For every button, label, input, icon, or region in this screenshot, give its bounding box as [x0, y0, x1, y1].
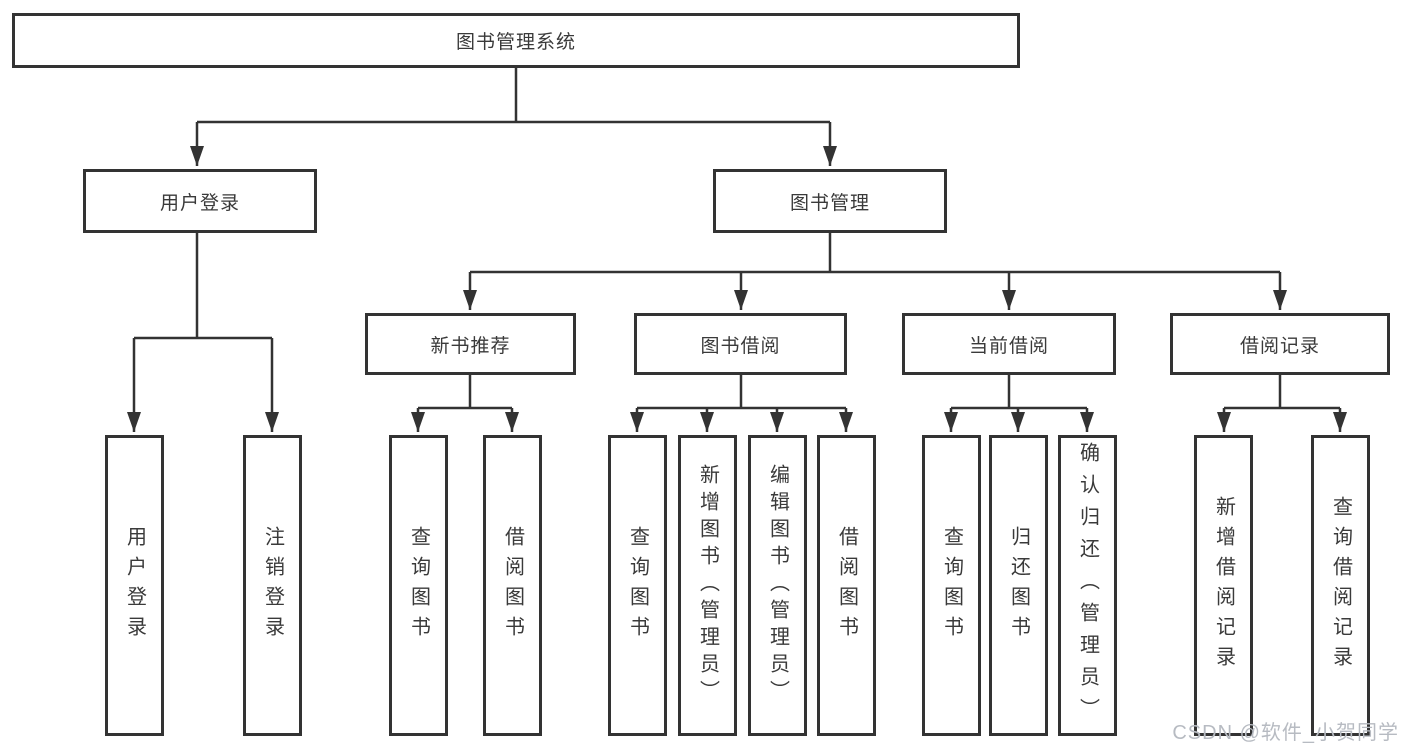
node-label: 借阅记录 — [1239, 335, 1320, 357]
leaf-label: 借阅图书 — [835, 525, 858, 646]
node-current-borrowing: 当前借阅 — [902, 313, 1116, 375]
leaf-label: 编辑图书（管理员） — [766, 464, 789, 707]
leaf-label: 新增借阅记录 — [1212, 495, 1235, 676]
leaf-borrow-books-borrowing: 借阅图书 — [817, 435, 876, 736]
leaf-label: 新增图书（管理员） — [696, 464, 719, 707]
node-borrowing-records: 借阅记录 — [1170, 313, 1390, 375]
leaf-add-books-admin: 新增图书（管理员） — [678, 435, 737, 736]
csdn-watermark: CSDN @软件_小贺同学 — [1172, 722, 1399, 744]
leaf-borrow-books-recommend: 借阅图书 — [483, 435, 542, 736]
node-new-book-recommendation: 新书推荐 — [365, 313, 576, 375]
leaf-label: 查询图书 — [407, 525, 430, 646]
node-book-borrowing: 图书借阅 — [634, 313, 847, 375]
leaf-label: 借阅图书 — [501, 525, 524, 646]
leaf-label: 查询图书 — [626, 525, 649, 646]
node-book-management: 图书管理 — [713, 169, 947, 233]
leaf-query-books-borrowing: 查询图书 — [608, 435, 667, 736]
node-book-management-system: 图书管理系统 — [12, 13, 1020, 68]
leaf-label: 归还图书 — [1007, 525, 1030, 646]
leaf-query-borrow-record: 查询借阅记录 — [1311, 435, 1370, 736]
leaf-user-login: 用户登录 — [105, 435, 164, 736]
leaf-label: 注销登录 — [261, 525, 284, 646]
node-label: 新书推荐 — [430, 335, 511, 357]
node-label: 图书管理 — [789, 192, 870, 214]
leaf-edit-books-admin: 编辑图书（管理员） — [748, 435, 807, 736]
leaf-query-books-recommend: 查询图书 — [389, 435, 448, 736]
node-user-login: 用户登录 — [83, 169, 317, 233]
leaf-label: 查询图书 — [940, 525, 963, 646]
leaf-label: 确认归还（管理员） — [1076, 441, 1099, 730]
node-label: 图书借阅 — [700, 335, 781, 357]
leaf-label: 用户登录 — [123, 525, 146, 646]
leaf-query-books-current: 查询图书 — [922, 435, 981, 736]
node-label: 图书管理系统 — [455, 32, 576, 53]
leaf-return-books: 归还图书 — [989, 435, 1048, 736]
leaf-logout-login: 注销登录 — [243, 435, 302, 736]
node-label: 用户登录 — [159, 192, 240, 214]
node-label: 当前借阅 — [968, 335, 1049, 357]
leaf-confirm-return-admin: 确认归还（管理员） — [1058, 435, 1117, 736]
leaf-label: 查询借阅记录 — [1329, 495, 1352, 676]
leaf-add-borrow-record: 新增借阅记录 — [1194, 435, 1253, 736]
